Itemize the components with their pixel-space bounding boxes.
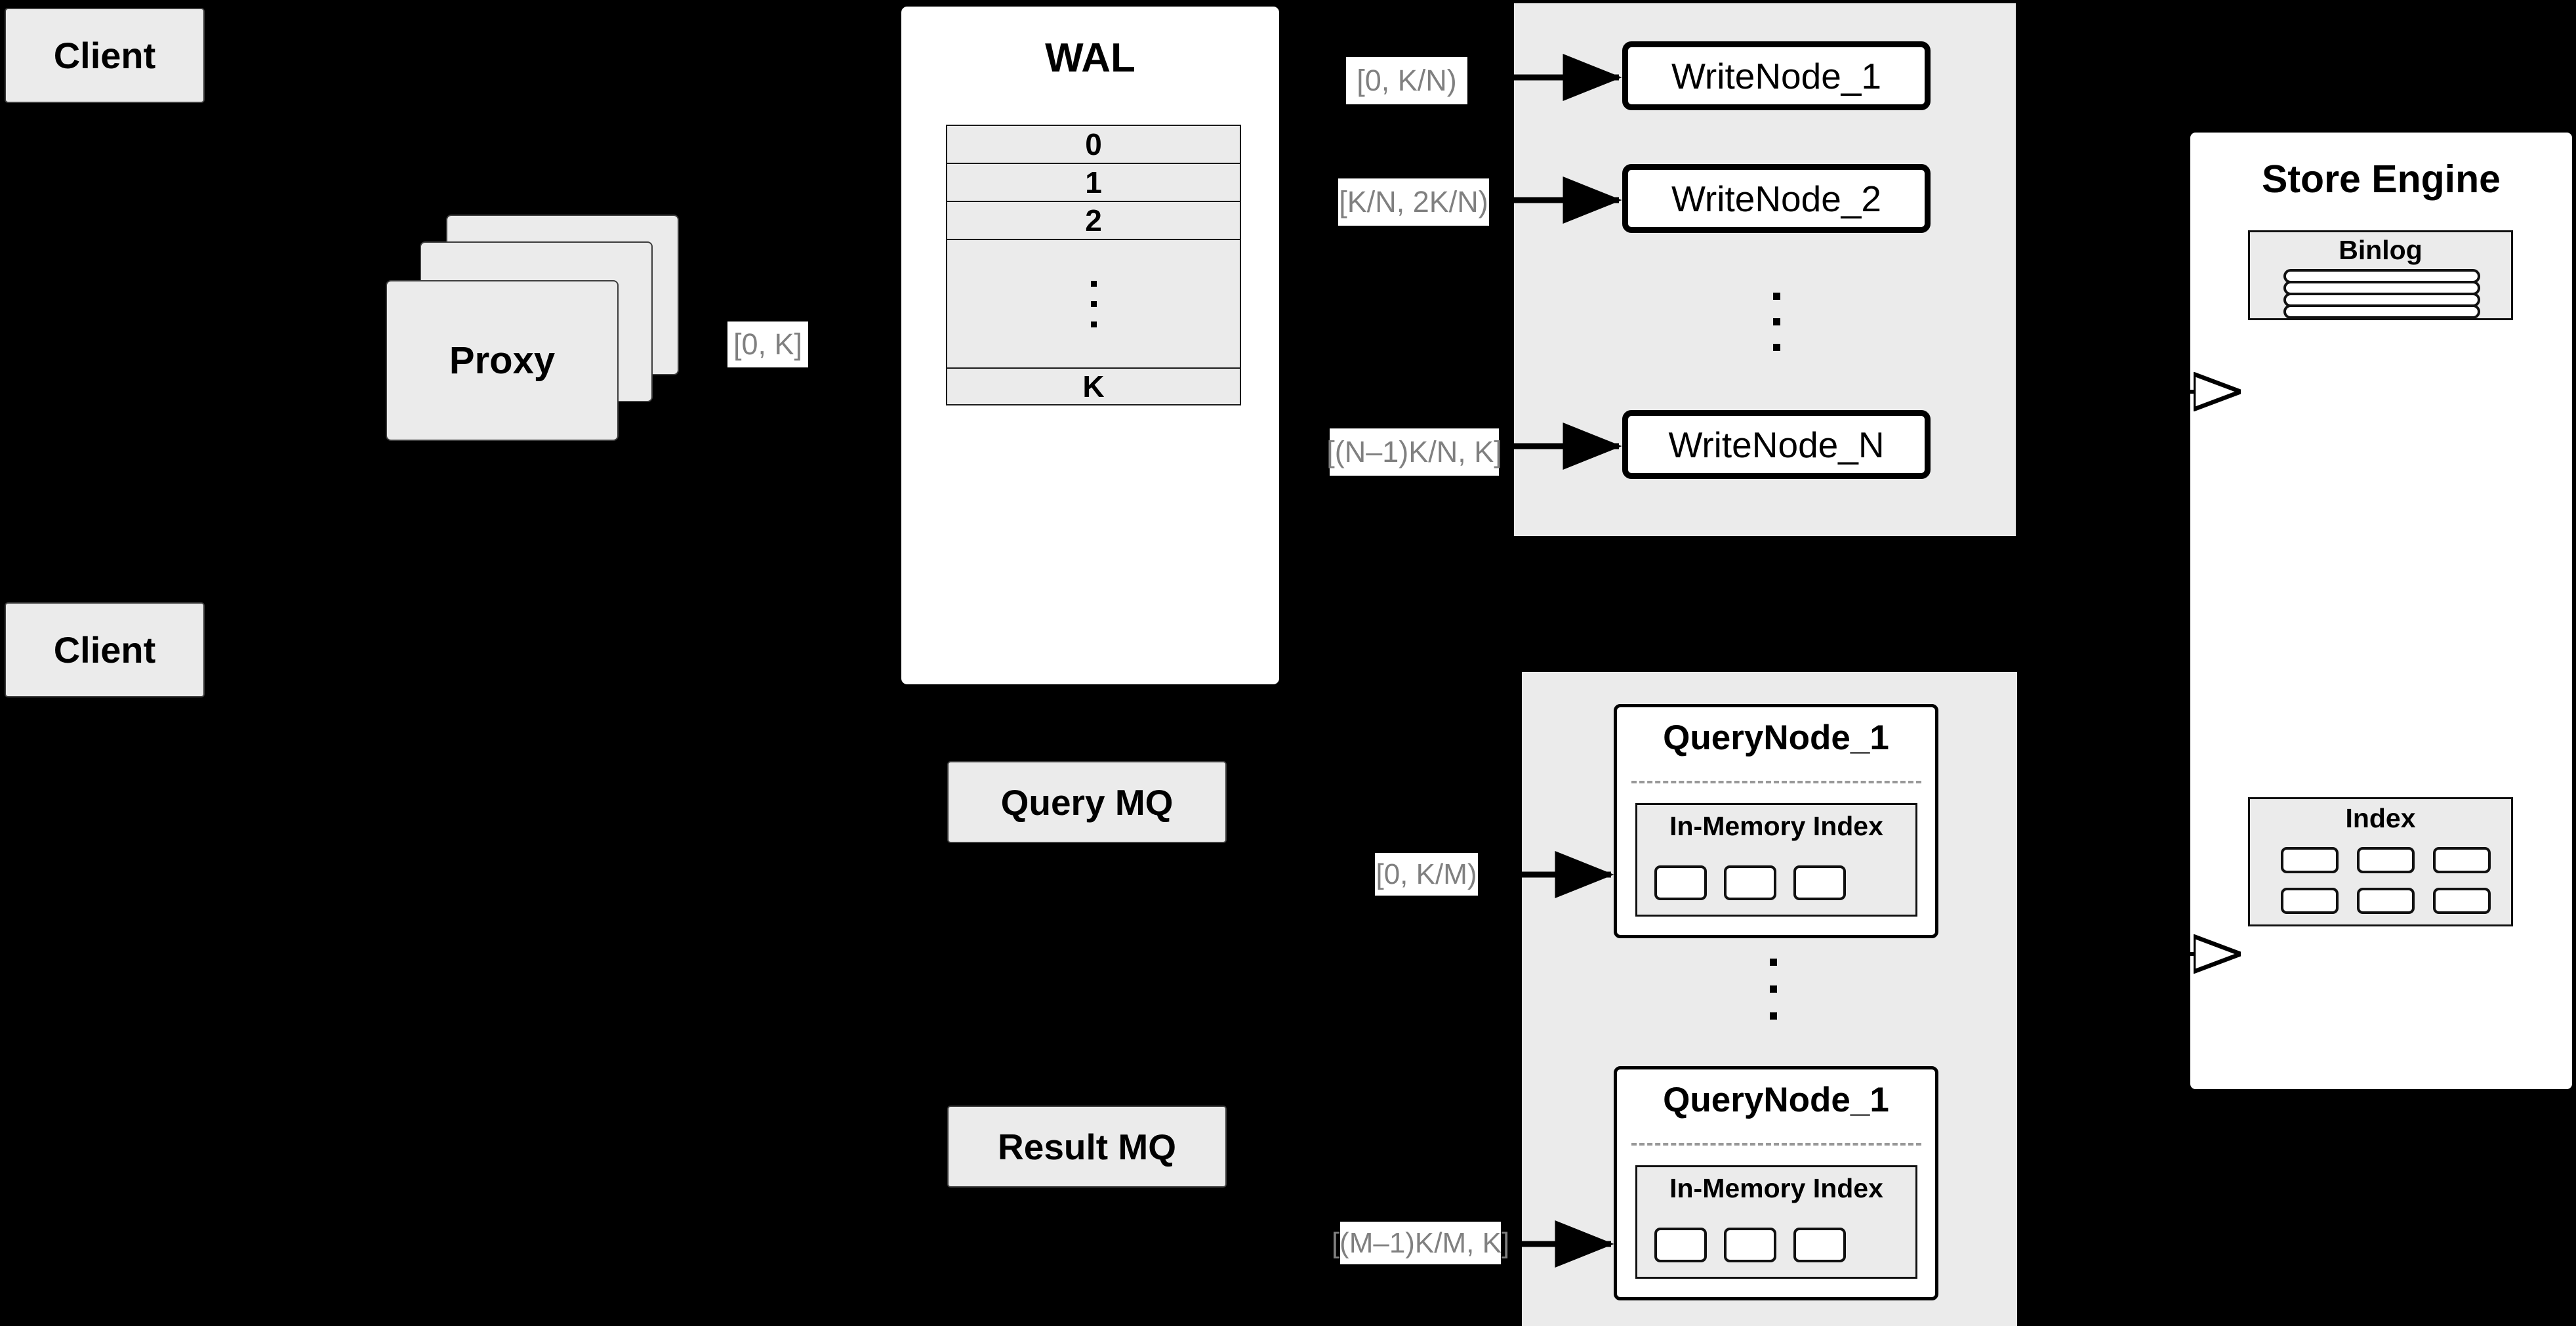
wal-row[interactable]: K (946, 367, 1241, 405)
index-cell[interactable] (1654, 1228, 1707, 1262)
query-node-1-index-cells (1654, 865, 1846, 900)
wal-row-value: 1 (1085, 165, 1102, 199)
query-group-ellipsis-icon (1761, 942, 1785, 1037)
write-node-1-range-text: [0, K/N) (1357, 64, 1457, 97)
wal-row[interactable]: 2 (946, 201, 1241, 239)
query-node-m[interactable]: QueryNode_1 In-Memory Index (1614, 1066, 1938, 1300)
store-engine-title: Store Engine (2262, 157, 2501, 201)
write-node-n-label: WriteNode_N (1668, 424, 1885, 465)
vertical-ellipsis-icon (1090, 274, 1097, 335)
index-cell[interactable] (2433, 888, 2491, 914)
query-node-1-range-text: [0, K/M) (1376, 858, 1477, 890)
proxy-card-front[interactable]: Proxy (386, 280, 619, 441)
store-engine-container: Store Engine Binlog Index (2186, 129, 2576, 1093)
query-node-1-index-title: In-Memory Index (1669, 811, 1883, 841)
query-node-1[interactable]: QueryNode_1 In-Memory Index (1614, 704, 1938, 938)
query-node-m-range-text: [(M–1)K/M, K] (1331, 1226, 1510, 1259)
write-node-2-range-text: [K/N, 2K/N) (1339, 185, 1488, 218)
query-node-1-in-memory-index: In-Memory Index (1635, 803, 1917, 917)
binlog-bar[interactable] (2283, 304, 2480, 319)
query-node-m-label: QueryNode_1 (1663, 1081, 1889, 1119)
index-cell[interactable] (2433, 847, 2491, 873)
index-cell[interactable] (2357, 847, 2415, 873)
index-cell[interactable] (1724, 865, 1776, 900)
wal-row[interactable]: 1 (946, 163, 1241, 201)
proxy-range-label: [0, K] (727, 321, 808, 367)
write-group-ellipsis-icon (1765, 276, 1788, 367)
client-label-1: Client (53, 35, 156, 76)
store-index-title: Index (2345, 803, 2416, 833)
result-mq-label: Result MQ (998, 1126, 1176, 1167)
index-cell[interactable] (2357, 888, 2415, 914)
wal-row-value: K (1082, 369, 1105, 404)
wal-row-value: 0 (1085, 127, 1102, 161)
index-cell[interactable] (2281, 888, 2339, 914)
client-label-2: Client (53, 629, 156, 671)
query-mq-box[interactable]: Query MQ (947, 761, 1227, 843)
query-node-1-separator (1631, 781, 1921, 783)
result-mq-box[interactable]: Result MQ (947, 1106, 1227, 1188)
wal-row-value: 2 (1085, 203, 1102, 238)
query-mq-label: Query MQ (1000, 781, 1174, 823)
index-cell[interactable] (1793, 1228, 1846, 1262)
query-node-m-index-title: In-Memory Index (1669, 1173, 1883, 1203)
write-node-1-range-label: [0, K/N) (1346, 57, 1467, 104)
write-node-n-range-label: [(N–1)K/N, K] (1326, 428, 1502, 476)
query-node-1-range-label: [0, K/M) (1375, 853, 1478, 896)
index-cell[interactable] (1793, 865, 1846, 900)
wal-table: 0 1 2 K (946, 125, 1241, 405)
client-box-1[interactable]: Client (5, 8, 205, 103)
write-node-n[interactable]: WriteNode_N (1622, 410, 1931, 479)
wal-row-ellipsis (946, 239, 1241, 367)
write-node-1[interactable]: WriteNode_1 (1622, 41, 1931, 110)
index-cell[interactable] (1654, 865, 1707, 900)
store-index-cells (2281, 847, 2491, 914)
write-node-1-label: WriteNode_1 (1671, 55, 1881, 96)
binlog-title: Binlog (2339, 235, 2423, 265)
proxy-range-text: [0, K] (733, 327, 803, 361)
index-cell[interactable] (2281, 847, 2339, 873)
index-cell[interactable] (1724, 1228, 1776, 1262)
query-node-m-separator (1631, 1143, 1921, 1146)
write-node-2[interactable]: WriteNode_2 (1622, 164, 1931, 233)
query-node-1-label: QueryNode_1 (1663, 718, 1889, 757)
write-node-2-range-label: [K/N, 2K/N) (1338, 178, 1489, 226)
query-node-m-in-memory-index: In-Memory Index (1635, 1165, 1917, 1279)
wal-container: WAL 0 1 2 K (898, 3, 1282, 688)
proxy-label: Proxy (449, 339, 556, 382)
wal-title: WAL (1045, 35, 1135, 81)
query-node-m-range-label: [(M–1)K/M, K] (1332, 1222, 1509, 1264)
binlog-bars (2283, 269, 2480, 319)
client-box-2[interactable]: Client (5, 602, 205, 697)
binlog-container: Binlog (2248, 230, 2513, 320)
wal-row[interactable]: 0 (946, 125, 1241, 163)
query-node-m-index-cells (1654, 1228, 1846, 1262)
store-index-container: Index (2248, 797, 2513, 926)
write-node-2-label: WriteNode_2 (1671, 178, 1881, 219)
write-node-n-range-text: [(N–1)K/N, K] (1326, 435, 1502, 468)
